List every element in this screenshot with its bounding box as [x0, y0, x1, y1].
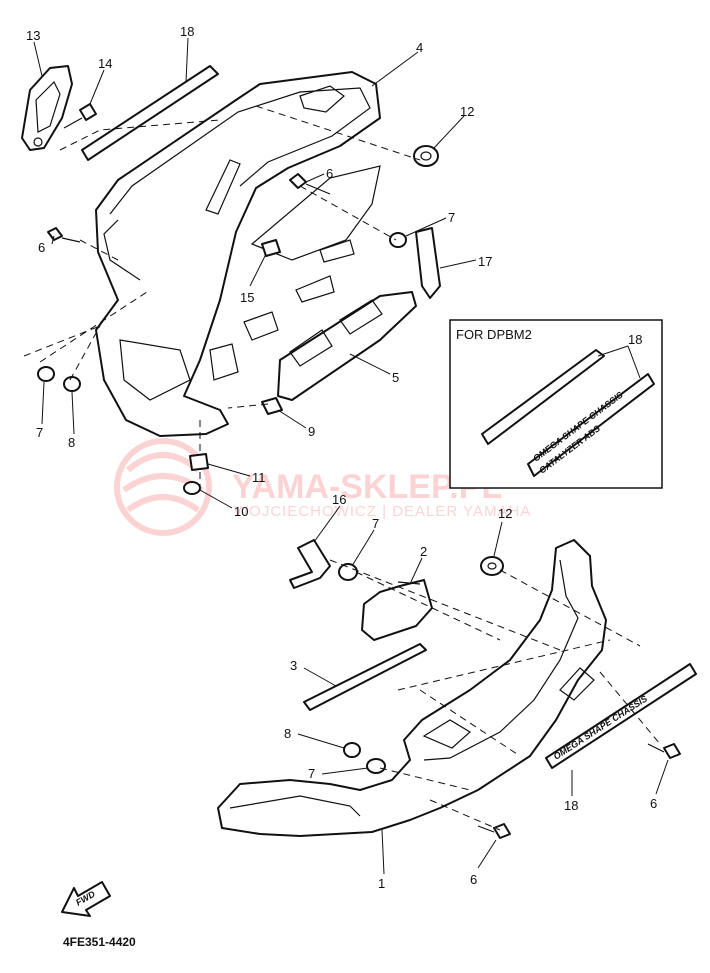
part-13-bracket — [21, 65, 73, 151]
part-3-strip — [303, 643, 427, 711]
callout-8-b: 8 — [284, 726, 291, 741]
part-7-collar-b — [37, 366, 55, 382]
part-9-clip — [261, 397, 283, 415]
part-8-washer-b — [343, 742, 361, 758]
part-7-collar-d — [366, 758, 386, 774]
callout-4: 4 — [416, 40, 423, 55]
leader-lines — [33, 37, 669, 875]
callouts: 13 14 18 4 12 6 7 17 6 15 5 7 8 9 11 10 … — [26, 24, 657, 891]
lower-decal-text: OMEGA SHAPE CHASSIS — [552, 694, 649, 762]
part-1-lower-cover — [217, 539, 607, 837]
part-15-clip — [261, 239, 281, 257]
callout-6-a: 6 — [326, 166, 333, 181]
callout-5: 5 — [392, 370, 399, 385]
callout-10: 10 — [234, 504, 248, 519]
inset-callout-18: 18 — [628, 332, 642, 347]
part-5-inner-panel — [277, 291, 417, 401]
part-7-collar-c — [338, 563, 358, 581]
part-16-bracket — [289, 539, 331, 589]
part-12-grommet-lower — [480, 556, 504, 576]
callout-14: 14 — [98, 56, 112, 71]
inset-title: FOR DPBM2 — [456, 327, 532, 342]
part-8-washer-a — [63, 376, 81, 392]
drawing-code: 4FE351-4420 — [63, 935, 136, 949]
callout-16: 16 — [332, 492, 346, 507]
part-2-bracket — [361, 579, 433, 641]
callout-7-c: 7 — [372, 516, 379, 531]
lower-assembly-lines — [329, 559, 661, 831]
part-12-grommet-upper — [413, 145, 439, 167]
callout-18-top: 18 — [180, 24, 194, 39]
callout-6-d: 6 — [470, 872, 477, 887]
part-17-bracket — [415, 227, 441, 299]
inset-box: FOR DPBM2 OMEGA SHAPE CHASSIS CATALYZER … — [449, 319, 663, 489]
callout-11: 11 — [252, 470, 266, 485]
part-11-nut — [189, 453, 209, 471]
callout-13: 13 — [26, 28, 40, 43]
fwd-arrow-icon: FWD — [61, 881, 111, 917]
part-10-screw — [183, 481, 201, 495]
watermark-tagline: WOJCIECHOWICZ | DEALER YAMAHA — [234, 503, 531, 520]
callout-17: 17 — [478, 254, 492, 269]
part-7-collar-a — [389, 232, 407, 248]
callout-3: 3 — [290, 658, 297, 673]
callout-2: 2 — [420, 544, 427, 559]
callout-15: 15 — [240, 290, 254, 305]
callout-12-top: 12 — [460, 104, 474, 119]
part-6-bolt-b — [47, 227, 81, 243]
callout-7-d: 7 — [308, 766, 315, 781]
callout-1: 1 — [378, 876, 385, 891]
part-6-bolt-a — [289, 173, 331, 195]
callout-18-bottom: 18 — [564, 798, 578, 813]
part-18-upper-strip — [81, 65, 219, 161]
callout-12-bottom: 12 — [498, 506, 512, 521]
callout-7-a: 7 — [448, 210, 455, 225]
part-4-lower-cowl — [95, 71, 381, 437]
callout-9: 9 — [308, 424, 315, 439]
part-14-screw — [63, 103, 97, 129]
callout-8-a: 8 — [68, 435, 75, 450]
part-6-bolt-c — [647, 743, 681, 759]
callout-7-b: 7 — [36, 425, 43, 440]
callout-6-b: 6 — [38, 240, 45, 255]
part-6-bolt-d — [477, 823, 511, 839]
callout-6-c: 6 — [650, 796, 657, 811]
upper-assembly-lines — [23, 105, 421, 488]
inset-strip — [481, 349, 605, 445]
